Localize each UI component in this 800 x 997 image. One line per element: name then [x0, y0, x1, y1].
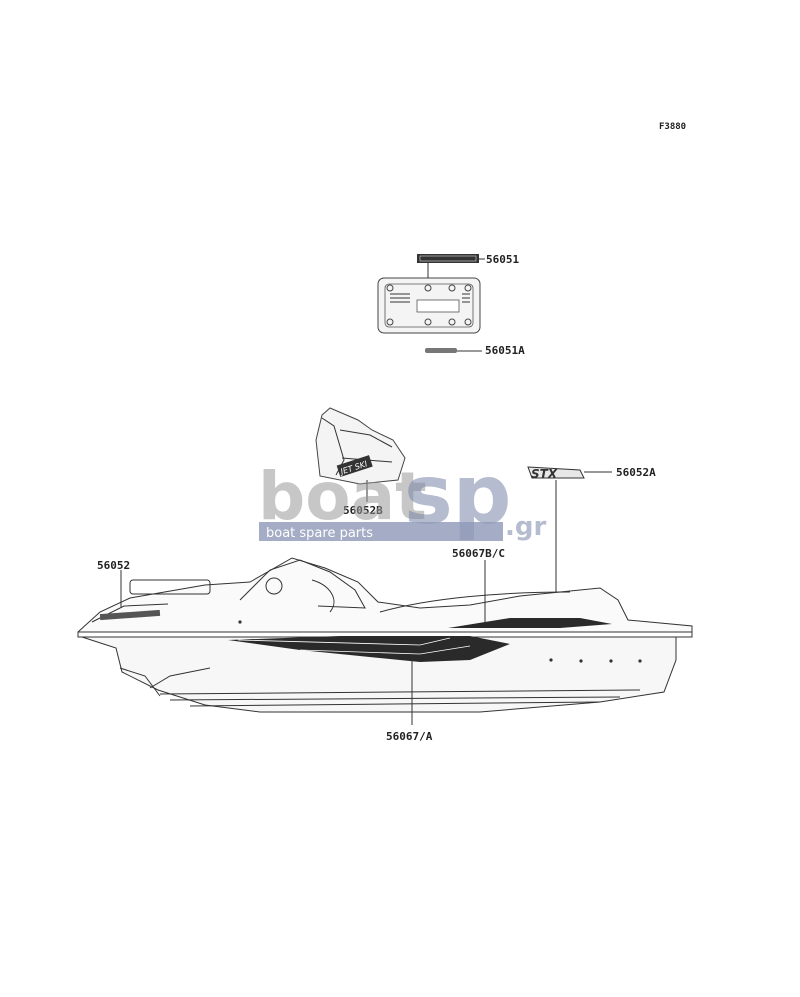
decal-panel-group: 56051 56051A — [377, 253, 525, 357]
callout-56051A: 56051A — [485, 344, 525, 357]
hood-cover[interactable]: JET SKI — [315, 407, 406, 485]
jetski-hull — [77, 557, 693, 713]
watermark-tagline: boat spare parts — [266, 526, 373, 541]
stx-badge-text: STX — [531, 467, 558, 481]
decal-56051[interactable] — [417, 254, 479, 263]
watermark-suffix: .gr — [505, 512, 546, 542]
callout-56052B: 56052B — [343, 504, 383, 517]
callout-56067A: 56067/A — [386, 730, 433, 743]
callout-56052A: 56052A — [616, 466, 656, 479]
callout-56052: 56052 — [97, 559, 130, 572]
callout-56051: 56051 — [486, 253, 519, 266]
deck-decal-56067BC[interactable] — [448, 618, 612, 628]
figure-code: F3880 — [659, 122, 686, 132]
side-decal-56067A[interactable] — [228, 636, 510, 662]
decal-56051A[interactable] — [425, 348, 457, 353]
watermark: boat sp .gr boat spare parts — [258, 448, 546, 543]
panel-56051[interactable] — [377, 277, 481, 334]
front-decal[interactable] — [99, 609, 161, 621]
callout-56067BC: 56067B/C — [452, 547, 505, 560]
stx-decal[interactable]: STX — [527, 466, 585, 481]
